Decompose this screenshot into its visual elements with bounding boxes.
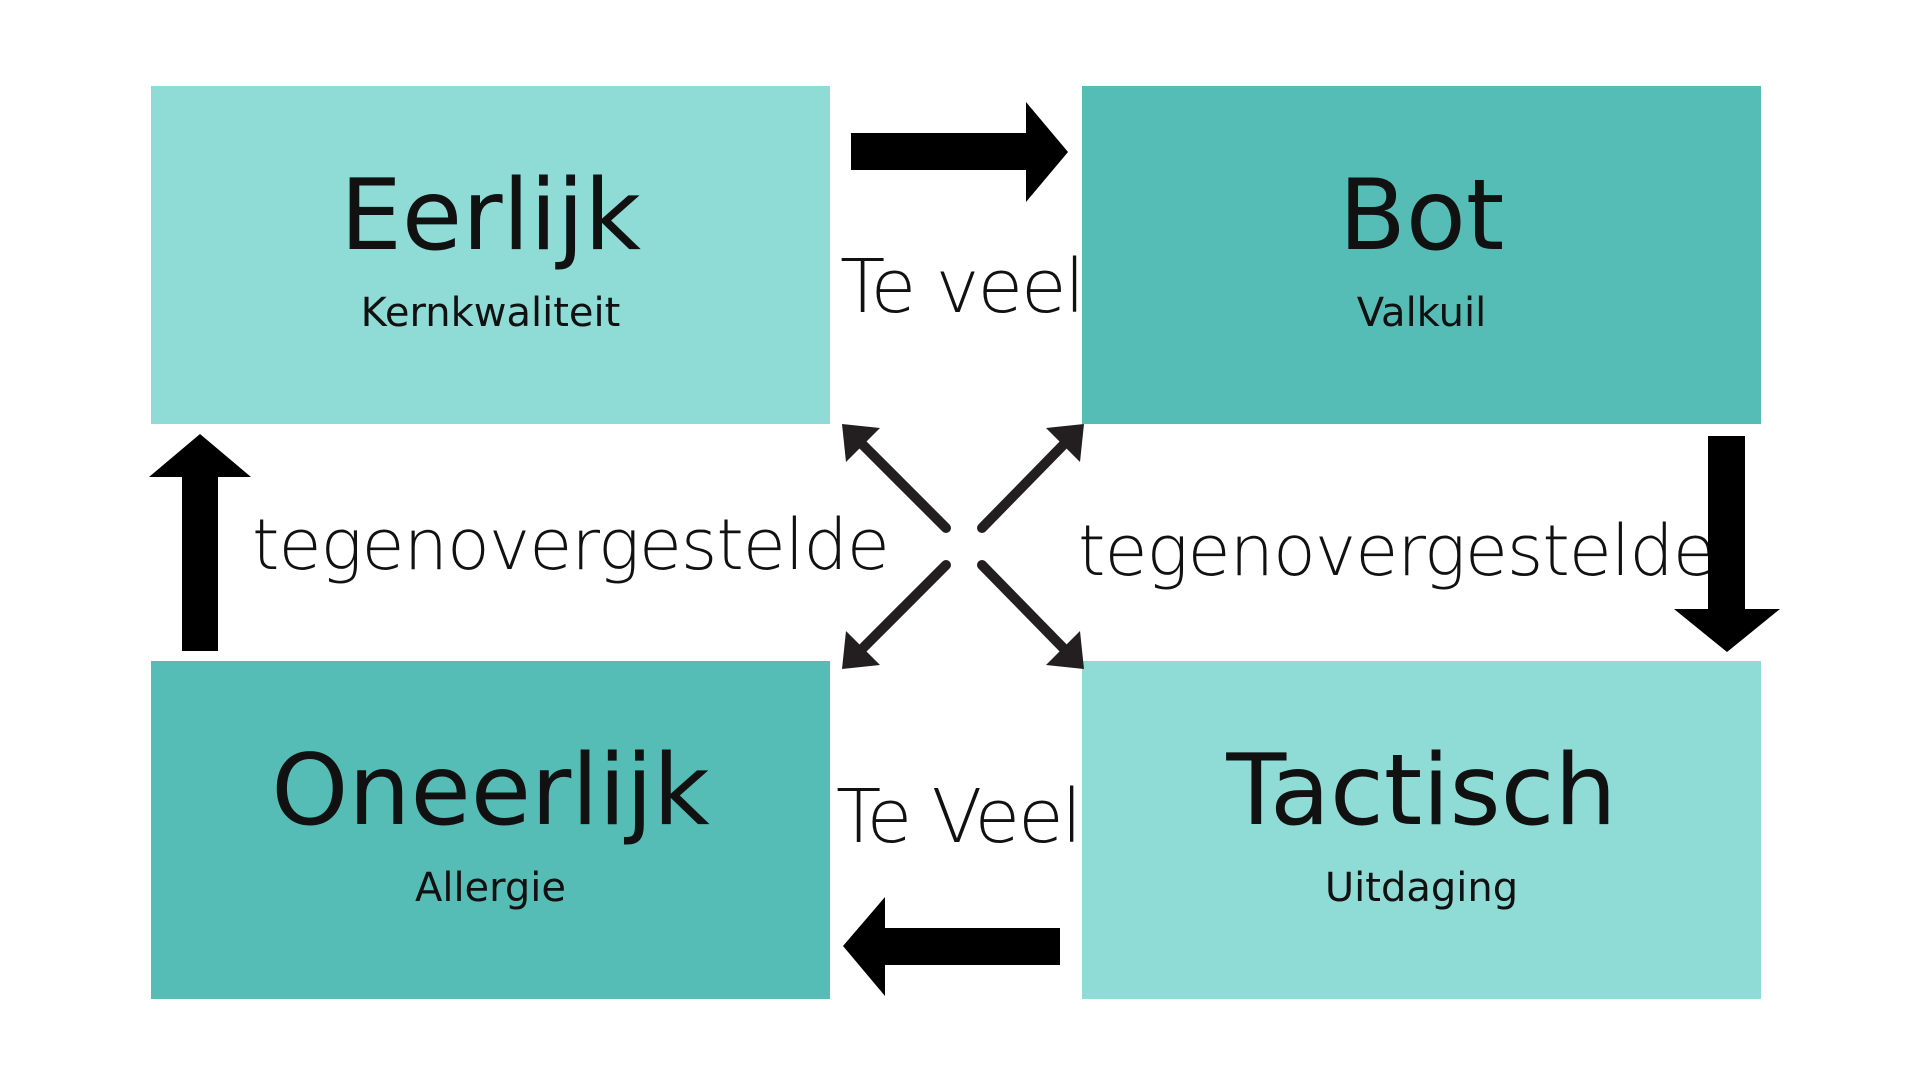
box-subtitle: Uitdaging (1324, 865, 1519, 911)
box-tactisch: Tactisch Uitdaging (1082, 661, 1761, 999)
box-eerlijk: Eerlijk Kernkwaliteit (151, 86, 830, 424)
box-subtitle: Allergie (414, 865, 567, 911)
box-subtitle: Kernkwaliteit (360, 290, 621, 336)
label-te-veel-bottom: Te Veel (836, 774, 1082, 860)
box-title: Oneerlijk (271, 734, 710, 848)
arrow-left-icon (843, 897, 1060, 996)
box-title: Eerlijk (340, 159, 641, 273)
label-te-veel-top: Te veel (840, 244, 1085, 330)
box-title: Tactisch (1226, 734, 1617, 848)
box-subtitle: Valkuil (1356, 290, 1487, 336)
label-tegenovergestelde-right: tegenovergestelde (1078, 510, 1716, 592)
box-bot: Bot Valkuil (1082, 86, 1761, 424)
arrow-up-icon (149, 434, 251, 651)
arrow-right-icon (851, 102, 1068, 202)
box-title: Bot (1338, 159, 1505, 273)
label-tegenovergestelde-left: tegenovergestelde (252, 504, 890, 586)
box-oneerlijk: Oneerlijk Allergie (151, 661, 830, 999)
